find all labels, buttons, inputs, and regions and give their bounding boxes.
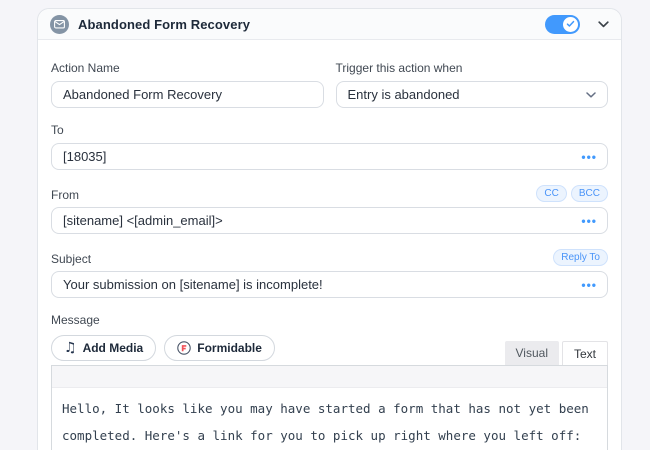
media-note-icon: ♫ — [64, 340, 77, 356]
tab-visual[interactable]: Visual — [504, 341, 559, 365]
to-label: To — [51, 123, 64, 137]
email-action-panel: Abandoned Form Recovery Action Name Trig… — [37, 8, 622, 450]
editor-mode-tabs: Visual Text — [504, 341, 608, 365]
envelope-icon — [50, 14, 69, 34]
tab-text[interactable]: Text — [561, 341, 608, 365]
formidable-button[interactable]: Formidable — [164, 335, 275, 361]
subject-input[interactable] — [51, 271, 608, 298]
bcc-badge[interactable]: BCC — [570, 185, 608, 202]
action-enabled-toggle[interactable] — [545, 14, 580, 34]
to-shortcodes-button[interactable]: ••• — [581, 149, 597, 164]
trigger-field: Trigger this action when Entry is abando… — [335, 61, 608, 108]
action-title: Abandoned Form Recovery — [78, 16, 251, 32]
action-settings-body: Action Name Trigger this action when Ent… — [38, 40, 621, 450]
action-name-field: Action Name — [51, 61, 324, 108]
collapse-chevron-down-icon[interactable] — [598, 20, 609, 28]
message-text-before: Hello, It looks like you may have starte… — [62, 401, 589, 443]
add-media-label: Add Media — [82, 341, 144, 355]
editor-toolbar — [52, 366, 607, 388]
editor-header: ♫ Add Media Formidable Visual Text — [51, 335, 608, 365]
action-name-label: Action Name — [51, 61, 120, 75]
subject-shortcodes-button[interactable]: ••• — [581, 277, 597, 292]
message-field-label-wrap: Message — [51, 313, 608, 327]
action-header[interactable]: Abandoned Form Recovery — [38, 9, 621, 40]
reply-to-badge[interactable]: Reply To — [553, 249, 608, 266]
add-media-button[interactable]: ♫ Add Media — [51, 335, 157, 361]
subject-label: Subject — [51, 252, 92, 266]
from-shortcodes-button[interactable]: ••• — [581, 213, 597, 228]
from-input[interactable] — [51, 207, 608, 234]
subject-field: Subject Reply To ••• — [51, 249, 608, 298]
from-label: From — [51, 188, 79, 202]
message-textarea[interactable]: Hello, It looks like you may have starte… — [52, 388, 607, 450]
to-input[interactable] — [51, 143, 608, 170]
chevron-down-icon — [586, 91, 596, 98]
cc-badge[interactable]: CC — [536, 185, 567, 202]
message-editor: Hello, It looks like you may have starte… — [51, 365, 608, 450]
trigger-label: Trigger this action when — [335, 61, 463, 75]
toggle-knob — [563, 16, 578, 32]
formidable-logo-icon — [177, 341, 191, 355]
formidable-label: Formidable — [197, 341, 262, 355]
trigger-selected-value: Entry is abandoned — [347, 87, 460, 102]
action-name-input[interactable] — [51, 81, 324, 108]
message-label: Message — [51, 313, 100, 327]
from-field: From CC BCC ••• — [51, 185, 608, 234]
to-field: To ••• — [51, 123, 608, 170]
trigger-select[interactable]: Entry is abandoned — [335, 81, 608, 108]
